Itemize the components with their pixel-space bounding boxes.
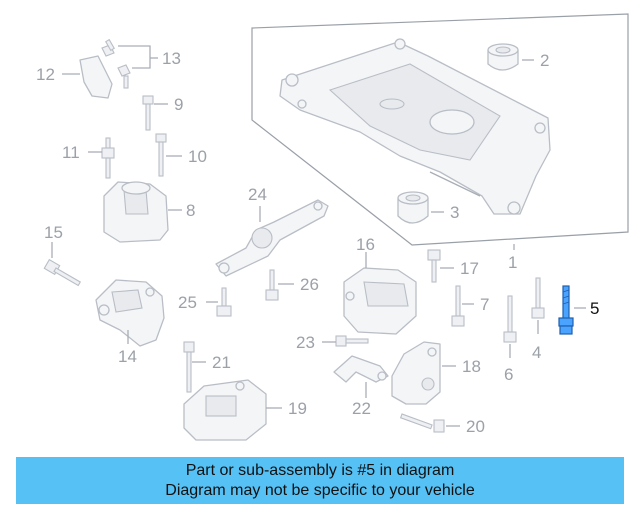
bolt-part-26[interactable]: [265, 269, 279, 301]
bolt-part-21[interactable]: [183, 341, 195, 393]
callout-2: 2: [540, 51, 549, 70]
mount-part-19[interactable]: [183, 379, 267, 441]
bolt-part-5-highlighted[interactable]: [558, 285, 574, 335]
callout-9: 9: [174, 95, 183, 114]
callout-13: 13: [162, 49, 181, 68]
bolt-part-23[interactable]: [335, 335, 369, 347]
transmission-mount-part-16[interactable]: [343, 267, 417, 335]
bolt-part-17[interactable]: [427, 249, 441, 283]
bolt-part-25[interactable]: [216, 287, 232, 317]
callout-26: 26: [300, 275, 319, 294]
callout-24: 24: [248, 185, 267, 204]
subframe-inset-frame: [251, 13, 629, 246]
callout-8: 8: [186, 201, 195, 220]
bushing-part-2[interactable]: [487, 43, 519, 71]
banner-line-part-number: Part or sub-assembly is #5 in diagram: [185, 462, 455, 479]
callout-12: 12: [36, 65, 55, 84]
subframe-part-1[interactable]: [279, 38, 551, 215]
callout-6: 6: [504, 365, 513, 384]
banner-line-disclaimer: Diagram may not be specific to your vehi…: [165, 482, 475, 499]
callout-25: 25: [178, 293, 197, 312]
callout-17: 17: [460, 259, 479, 278]
callout-19: 19: [288, 399, 307, 418]
bolt-part-7[interactable]: [451, 285, 465, 327]
callout-5: 5: [590, 299, 599, 318]
bolt-part-9[interactable]: [142, 95, 154, 131]
callout-3: 3: [450, 203, 459, 222]
callout-16: 16: [356, 235, 375, 254]
callout-10: 10: [188, 147, 207, 166]
bolt-part-6[interactable]: [503, 295, 517, 343]
callout-21: 21: [212, 353, 231, 372]
callout-23: 23: [296, 333, 315, 352]
callout-1: 1: [508, 253, 517, 272]
transmission-mount-part-14[interactable]: [95, 279, 165, 347]
info-banner: Part or sub-assembly is #5 in diagram Di…: [16, 457, 624, 504]
callout-11: 11: [62, 143, 80, 162]
torque-arm-part-24[interactable]: [215, 199, 329, 277]
callout-14: 14: [118, 347, 137, 366]
callout-4: 4: [532, 343, 541, 362]
callout-15: 15: [44, 223, 63, 242]
bolt-part-4[interactable]: [531, 277, 545, 319]
bracket-part-22[interactable]: [333, 355, 389, 383]
bolt-part-10[interactable]: [155, 133, 167, 177]
callout-18: 18: [462, 357, 481, 376]
bracket-part-18[interactable]: [391, 341, 441, 405]
callout-22: 22: [352, 399, 371, 418]
bracket-part-12[interactable]: [79, 55, 113, 99]
bushing-part-3[interactable]: [397, 191, 429, 224]
bolts-part-13[interactable]: [101, 38, 131, 89]
callout-7: 7: [480, 295, 489, 314]
bolt-part-11[interactable]: [101, 137, 115, 179]
bolt-part-20[interactable]: [399, 413, 445, 433]
engine-mount-part-8[interactable]: [103, 181, 169, 243]
callout-20: 20: [466, 417, 485, 436]
bolt-part-15[interactable]: [43, 258, 82, 287]
